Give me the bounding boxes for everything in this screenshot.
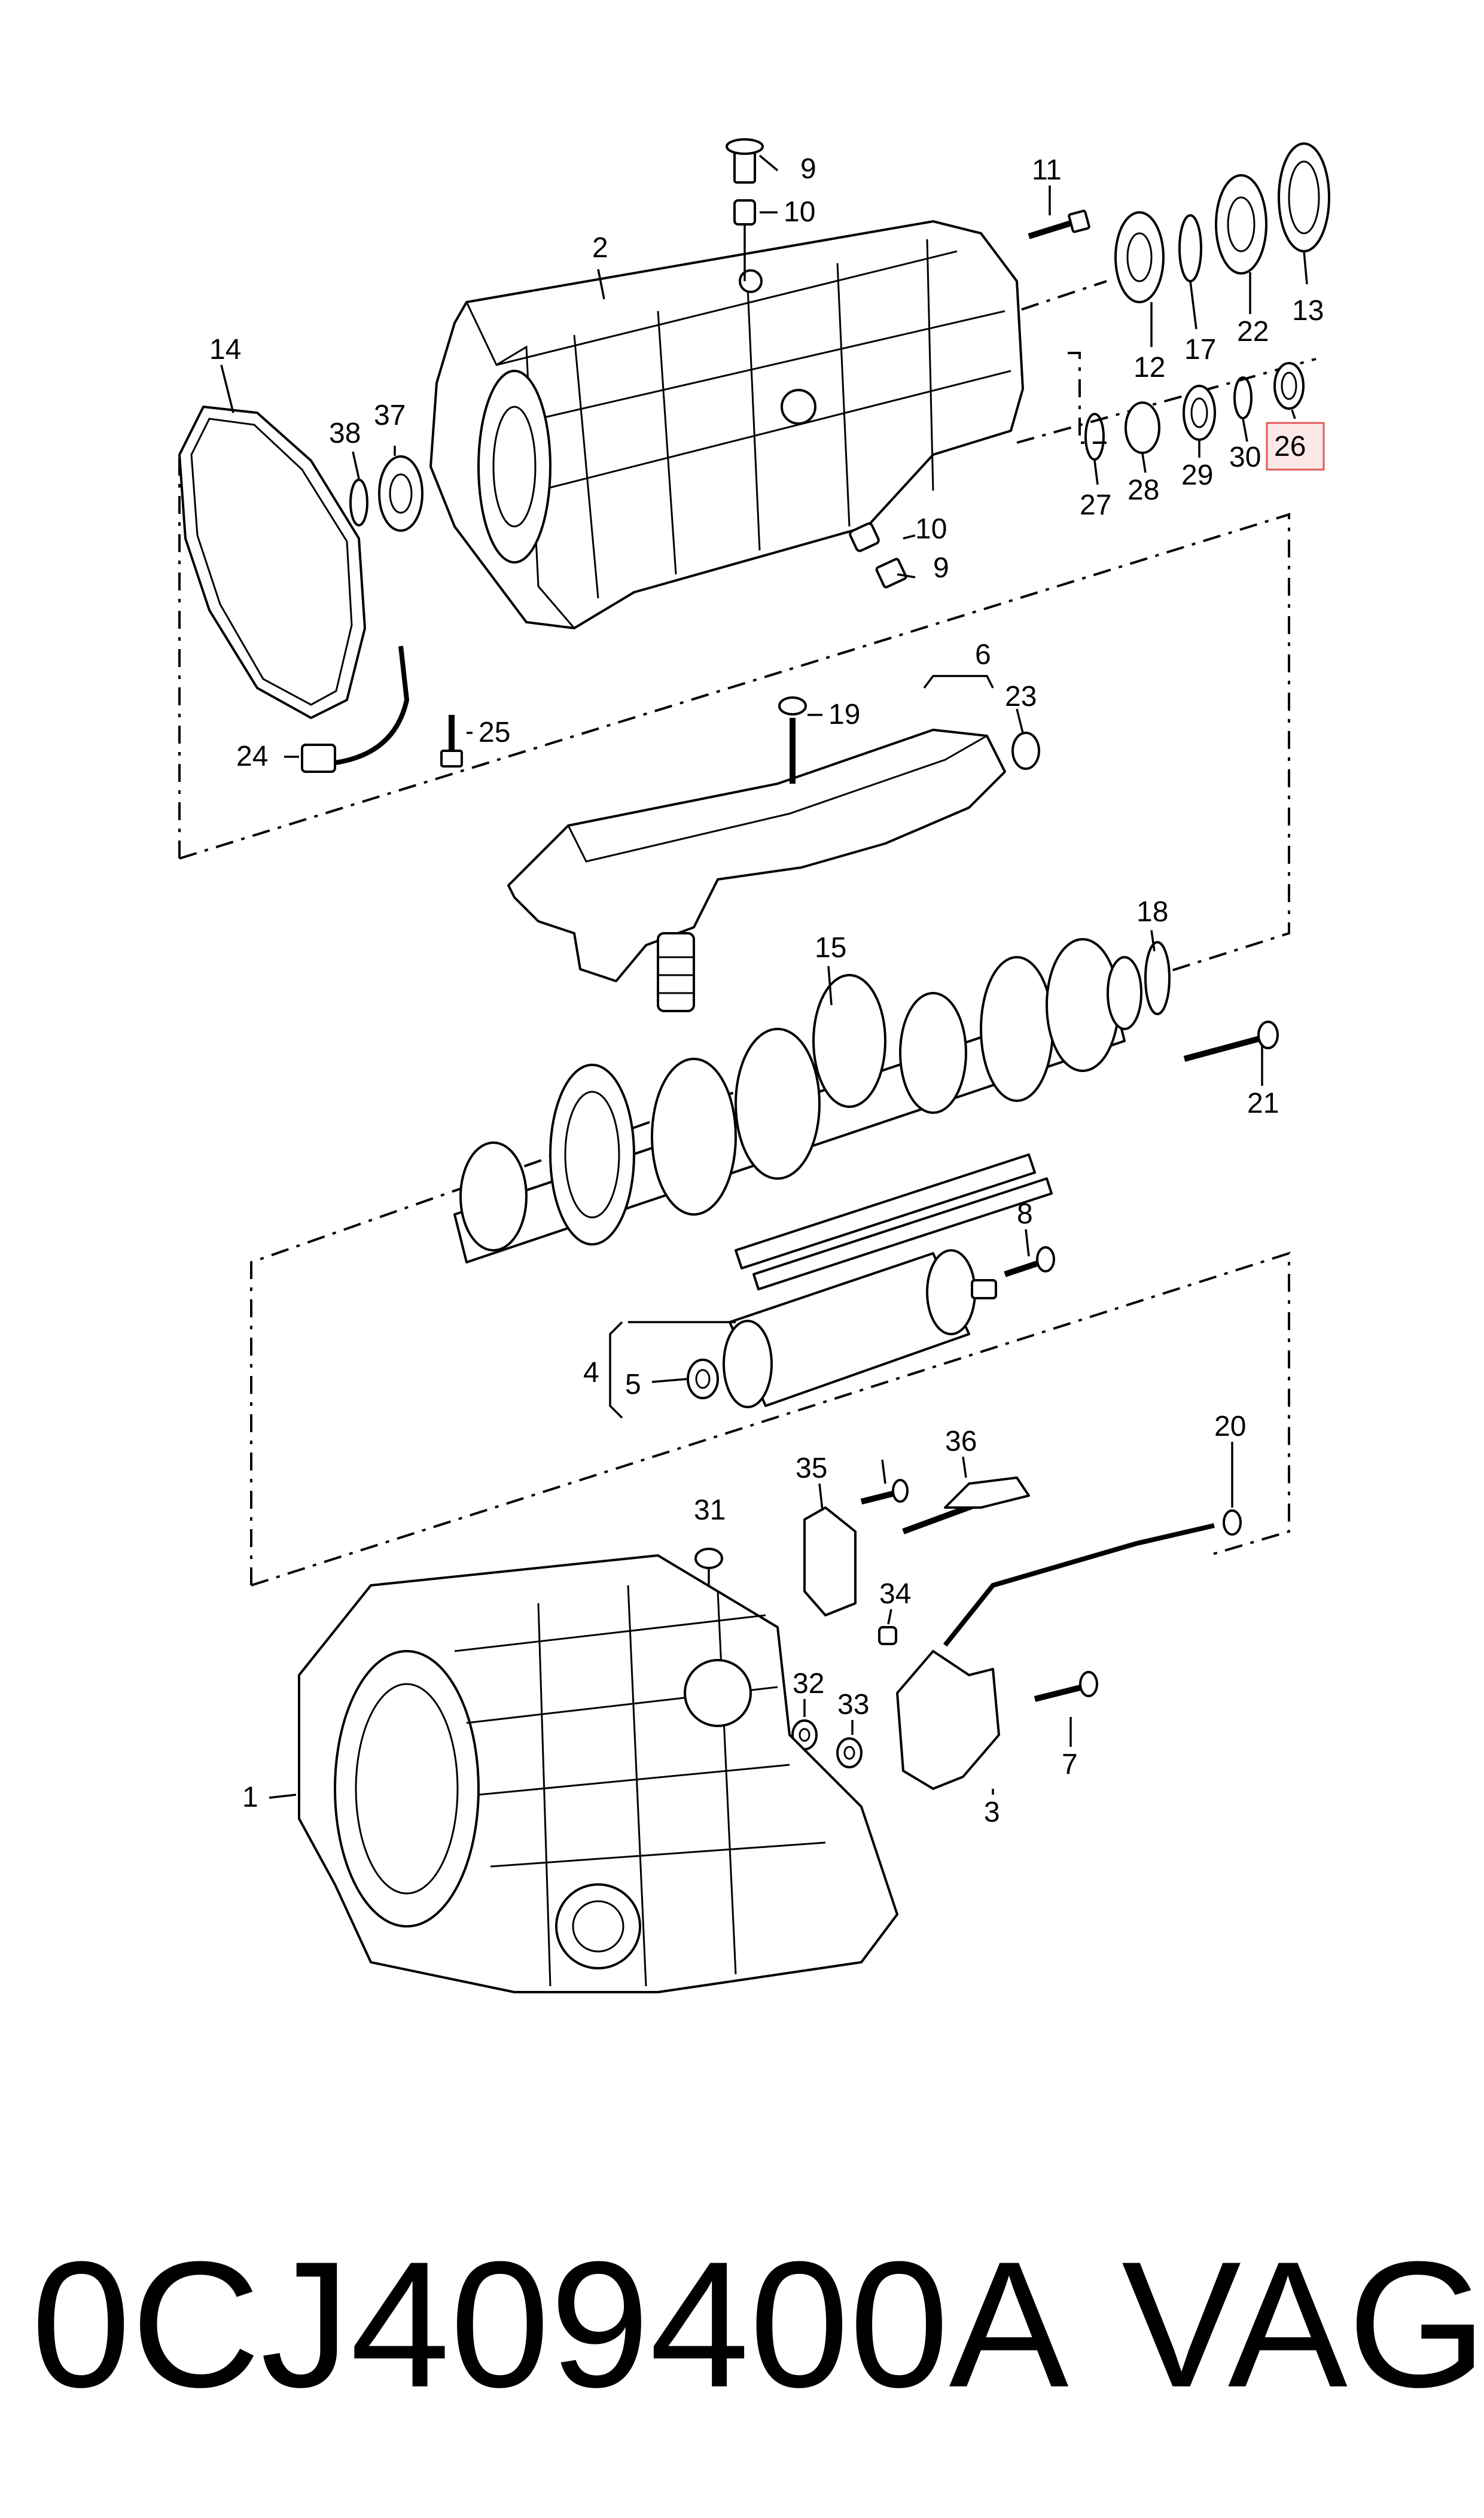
seal-25 [1273, 362, 1305, 410]
callout-9-bottom: 9 [933, 552, 949, 584]
callout-9-top: 9 [800, 153, 816, 185]
bolt-8 [1004, 1246, 1055, 1277]
callout-10-top: 10 [784, 196, 815, 228]
screw-11 [1028, 209, 1090, 239]
callout-2: 2 [592, 232, 608, 264]
callout-17: 18 [1136, 896, 1168, 928]
callout-14: 14 [209, 334, 241, 366]
callout-15: 15 [815, 932, 846, 964]
pin-33 [878, 1626, 897, 1645]
bearing-21 [1215, 174, 1267, 275]
callout-10-bottom: 10 [915, 513, 947, 545]
callout-26: 27 [1080, 489, 1111, 521]
callout-5: 5 [625, 1369, 641, 1400]
shift-rod-35 [902, 1476, 1030, 1534]
callout-32: 33 [837, 1689, 869, 1721]
transmission-case-1 [298, 1554, 898, 1993]
part-number: 0CJ409400A [31, 2224, 1069, 2425]
callout-31: 32 [793, 1668, 824, 1700]
valve-body-cover-6 [507, 729, 1006, 1012]
seal-13 [1278, 142, 1330, 252]
gear-cluster-15 [453, 938, 1142, 1290]
callout-33: 34 [879, 1578, 911, 1610]
callout-18: 19 [828, 699, 860, 730]
callout-27: 28 [1128, 474, 1159, 506]
callout-23: 24 [236, 741, 268, 772]
circlip-17 [1144, 941, 1171, 1015]
callout-16: 17 [1184, 334, 1216, 366]
callout-30: 31 [694, 1494, 726, 1526]
callout-13: 13 [1292, 295, 1324, 327]
circlip-16 [1178, 214, 1202, 282]
bracket-34 [803, 1506, 857, 1616]
bearing-36 [378, 455, 423, 532]
group-outline-lower-right [251, 1252, 1290, 1587]
callout-37: 38 [329, 418, 361, 449]
callout-19: 20 [1214, 1411, 1246, 1442]
callout-labels: 9 10 2 11 12 17 22 13 14 38 37 27 28 29 … [209, 153, 1324, 1828]
callout-21: 22 [1237, 316, 1269, 348]
screw-38 [860, 1479, 909, 1505]
sleeve-27 [1125, 401, 1160, 454]
group-outline-upper-right [179, 513, 1290, 973]
callout-35: 36 [945, 1426, 977, 1457]
group-outline-bearings [1068, 352, 1107, 444]
o-ring-22 [1011, 732, 1040, 770]
callout-29: 30 [1229, 442, 1261, 473]
bearing-12 [1114, 211, 1165, 303]
bolt-9-bottom [849, 522, 907, 589]
callout-25: 26 [1274, 431, 1306, 462]
bearing-28 [1183, 385, 1216, 441]
callout-34: 35 [796, 1453, 827, 1484]
callout-1: 1 [242, 1782, 258, 1813]
circlip-29 [1233, 376, 1253, 419]
bolt-7 [1034, 1671, 1098, 1702]
bolt-20 [1183, 1021, 1279, 1062]
bolt-24 [440, 715, 463, 768]
callout-4: 4 [583, 1357, 599, 1389]
gasket-14 [178, 406, 366, 719]
callout-20: 21 [1247, 1088, 1279, 1119]
leader-lines [220, 154, 1308, 1799]
callout-36: 37 [374, 400, 406, 431]
seal-5 [687, 1359, 719, 1399]
actuator-lever-19 [943, 1509, 1242, 1647]
circlip-26 [1084, 413, 1105, 461]
group-outline-lower [250, 1070, 796, 1585]
brand-label: VAG [1122, 2224, 1484, 2425]
washer-32 [836, 1737, 863, 1768]
circlip-37 [349, 479, 368, 526]
callout-22: 23 [1005, 681, 1037, 713]
callout-7: 7 [1062, 1749, 1078, 1780]
highlight-box-25 [1266, 422, 1325, 471]
sensor-23 [301, 646, 409, 773]
axis-line-bearings [1016, 358, 1317, 444]
actuator-3 [896, 1650, 1000, 1790]
bolt-18 [778, 696, 807, 784]
callout-8: 8 [1017, 1198, 1033, 1230]
callout-12: 12 [1133, 352, 1165, 383]
callout-6: 6 [975, 639, 991, 671]
callout-11: 11 [1032, 154, 1062, 186]
bolt-9-top [726, 138, 764, 281]
callout-3: 3 [984, 1797, 1000, 1828]
callout-24: 25 [479, 717, 510, 748]
transmission-housing [429, 220, 1024, 629]
callout-28: 29 [1181, 459, 1213, 491]
filter-4 [723, 1249, 997, 1408]
